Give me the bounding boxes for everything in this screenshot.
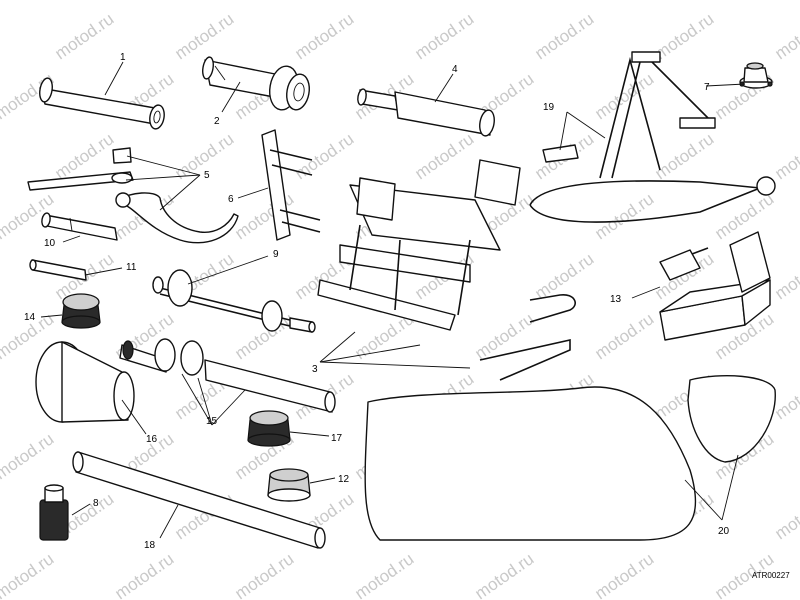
watermark-text: motod.ru — [591, 0, 657, 3]
watermark-text: motod.ru — [591, 69, 657, 123]
watermark-text: motod.ru — [591, 189, 657, 243]
callout-7: 7 — [704, 82, 710, 93]
leader-lines — [40, 61, 746, 539]
callout-9: 9 — [273, 249, 279, 260]
watermark-text: motod.ru — [291, 9, 357, 63]
watermark-text: motod.ru — [291, 129, 357, 183]
part-9-bolt-assembly — [152, 269, 316, 333]
part-18-long-bar — [72, 451, 326, 549]
callout-12: 12 — [338, 474, 350, 485]
watermark-text: motod.ru — [471, 0, 537, 3]
callout-14: 14 — [24, 312, 36, 323]
watermark-text: motod.ru — [0, 429, 57, 483]
callout-10: 10 — [44, 238, 56, 249]
part-12-cap — [267, 468, 311, 502]
callout-6: 6 — [228, 194, 234, 205]
watermark-text: motod.ru — [351, 549, 417, 600]
callout-17: 17 — [331, 433, 343, 444]
watermark-text: motod.ru — [231, 549, 297, 600]
watermark-text: motod.ru — [411, 9, 477, 63]
watermark-text: motod.ru — [351, 0, 417, 3]
watermark-text: motod.ru — [591, 309, 657, 363]
part-13-tool-box — [659, 231, 771, 341]
part-19-stand — [529, 51, 776, 223]
part-5-spanner-set — [27, 147, 239, 244]
watermark-text: motod.ru — [771, 9, 800, 63]
callout-19: 19 — [543, 102, 555, 113]
callout-11: 11 — [126, 262, 137, 273]
part-16-cup — [35, 341, 135, 423]
callout-20: 20 — [718, 526, 730, 537]
part-11-rod — [29, 259, 87, 281]
watermark-text: motod.ru — [51, 9, 117, 63]
callout-13: 13 — [610, 294, 622, 305]
callout-3: 3 — [312, 364, 318, 375]
callout-4: 4 — [452, 64, 458, 75]
watermark-text: motod.ru — [771, 129, 800, 183]
part-6-bracket — [261, 129, 321, 241]
watermark-text: motod.ru — [771, 489, 800, 543]
watermark-text: motod.ru — [711, 189, 777, 243]
watermark-text: motod.ru — [111, 549, 177, 600]
part-1-shaft — [39, 77, 165, 130]
reference-code: ATR00227 — [752, 571, 790, 580]
callout-2: 2 — [214, 116, 220, 127]
watermark-text: motod.ru — [0, 549, 57, 600]
callout-16: 16 — [146, 434, 158, 445]
part-17-bushing — [247, 410, 291, 447]
part-4-stepped-shaft — [357, 88, 495, 137]
part-20-covers — [364, 375, 776, 541]
watermark-text: motod.ru — [171, 9, 237, 63]
callout-8: 8 — [93, 498, 99, 509]
part-15-tube-set — [119, 338, 336, 413]
watermark-text: motod.ru — [531, 9, 597, 63]
watermark-text: motod.ru — [651, 9, 717, 63]
callout-5: 5 — [204, 170, 210, 181]
part-2-flanged-shaft — [202, 56, 310, 111]
callout-18: 18 — [144, 540, 156, 551]
callout-15: 15 — [206, 416, 218, 427]
watermark-text: motod.ru — [231, 0, 297, 3]
part-3-jack-assembly — [317, 159, 576, 381]
watermark-text: motod.ru — [711, 0, 777, 3]
watermark-text: motod.ru — [411, 129, 477, 183]
callout-1: 1 — [120, 52, 126, 63]
watermark-text: motod.ru — [0, 0, 57, 3]
part-10-pin — [41, 212, 118, 241]
watermark-text: motod.ru — [591, 549, 657, 600]
part-8-threaded-plug — [39, 484, 69, 541]
watermark-text: motod.ru — [471, 549, 537, 600]
watermark-text: motod.ru — [771, 249, 800, 303]
part-14-bushing — [61, 293, 101, 329]
part-7-fitting — [739, 62, 773, 89]
watermark-text: motod.ru — [111, 0, 177, 3]
watermark-text: motod.ru — [651, 129, 717, 183]
